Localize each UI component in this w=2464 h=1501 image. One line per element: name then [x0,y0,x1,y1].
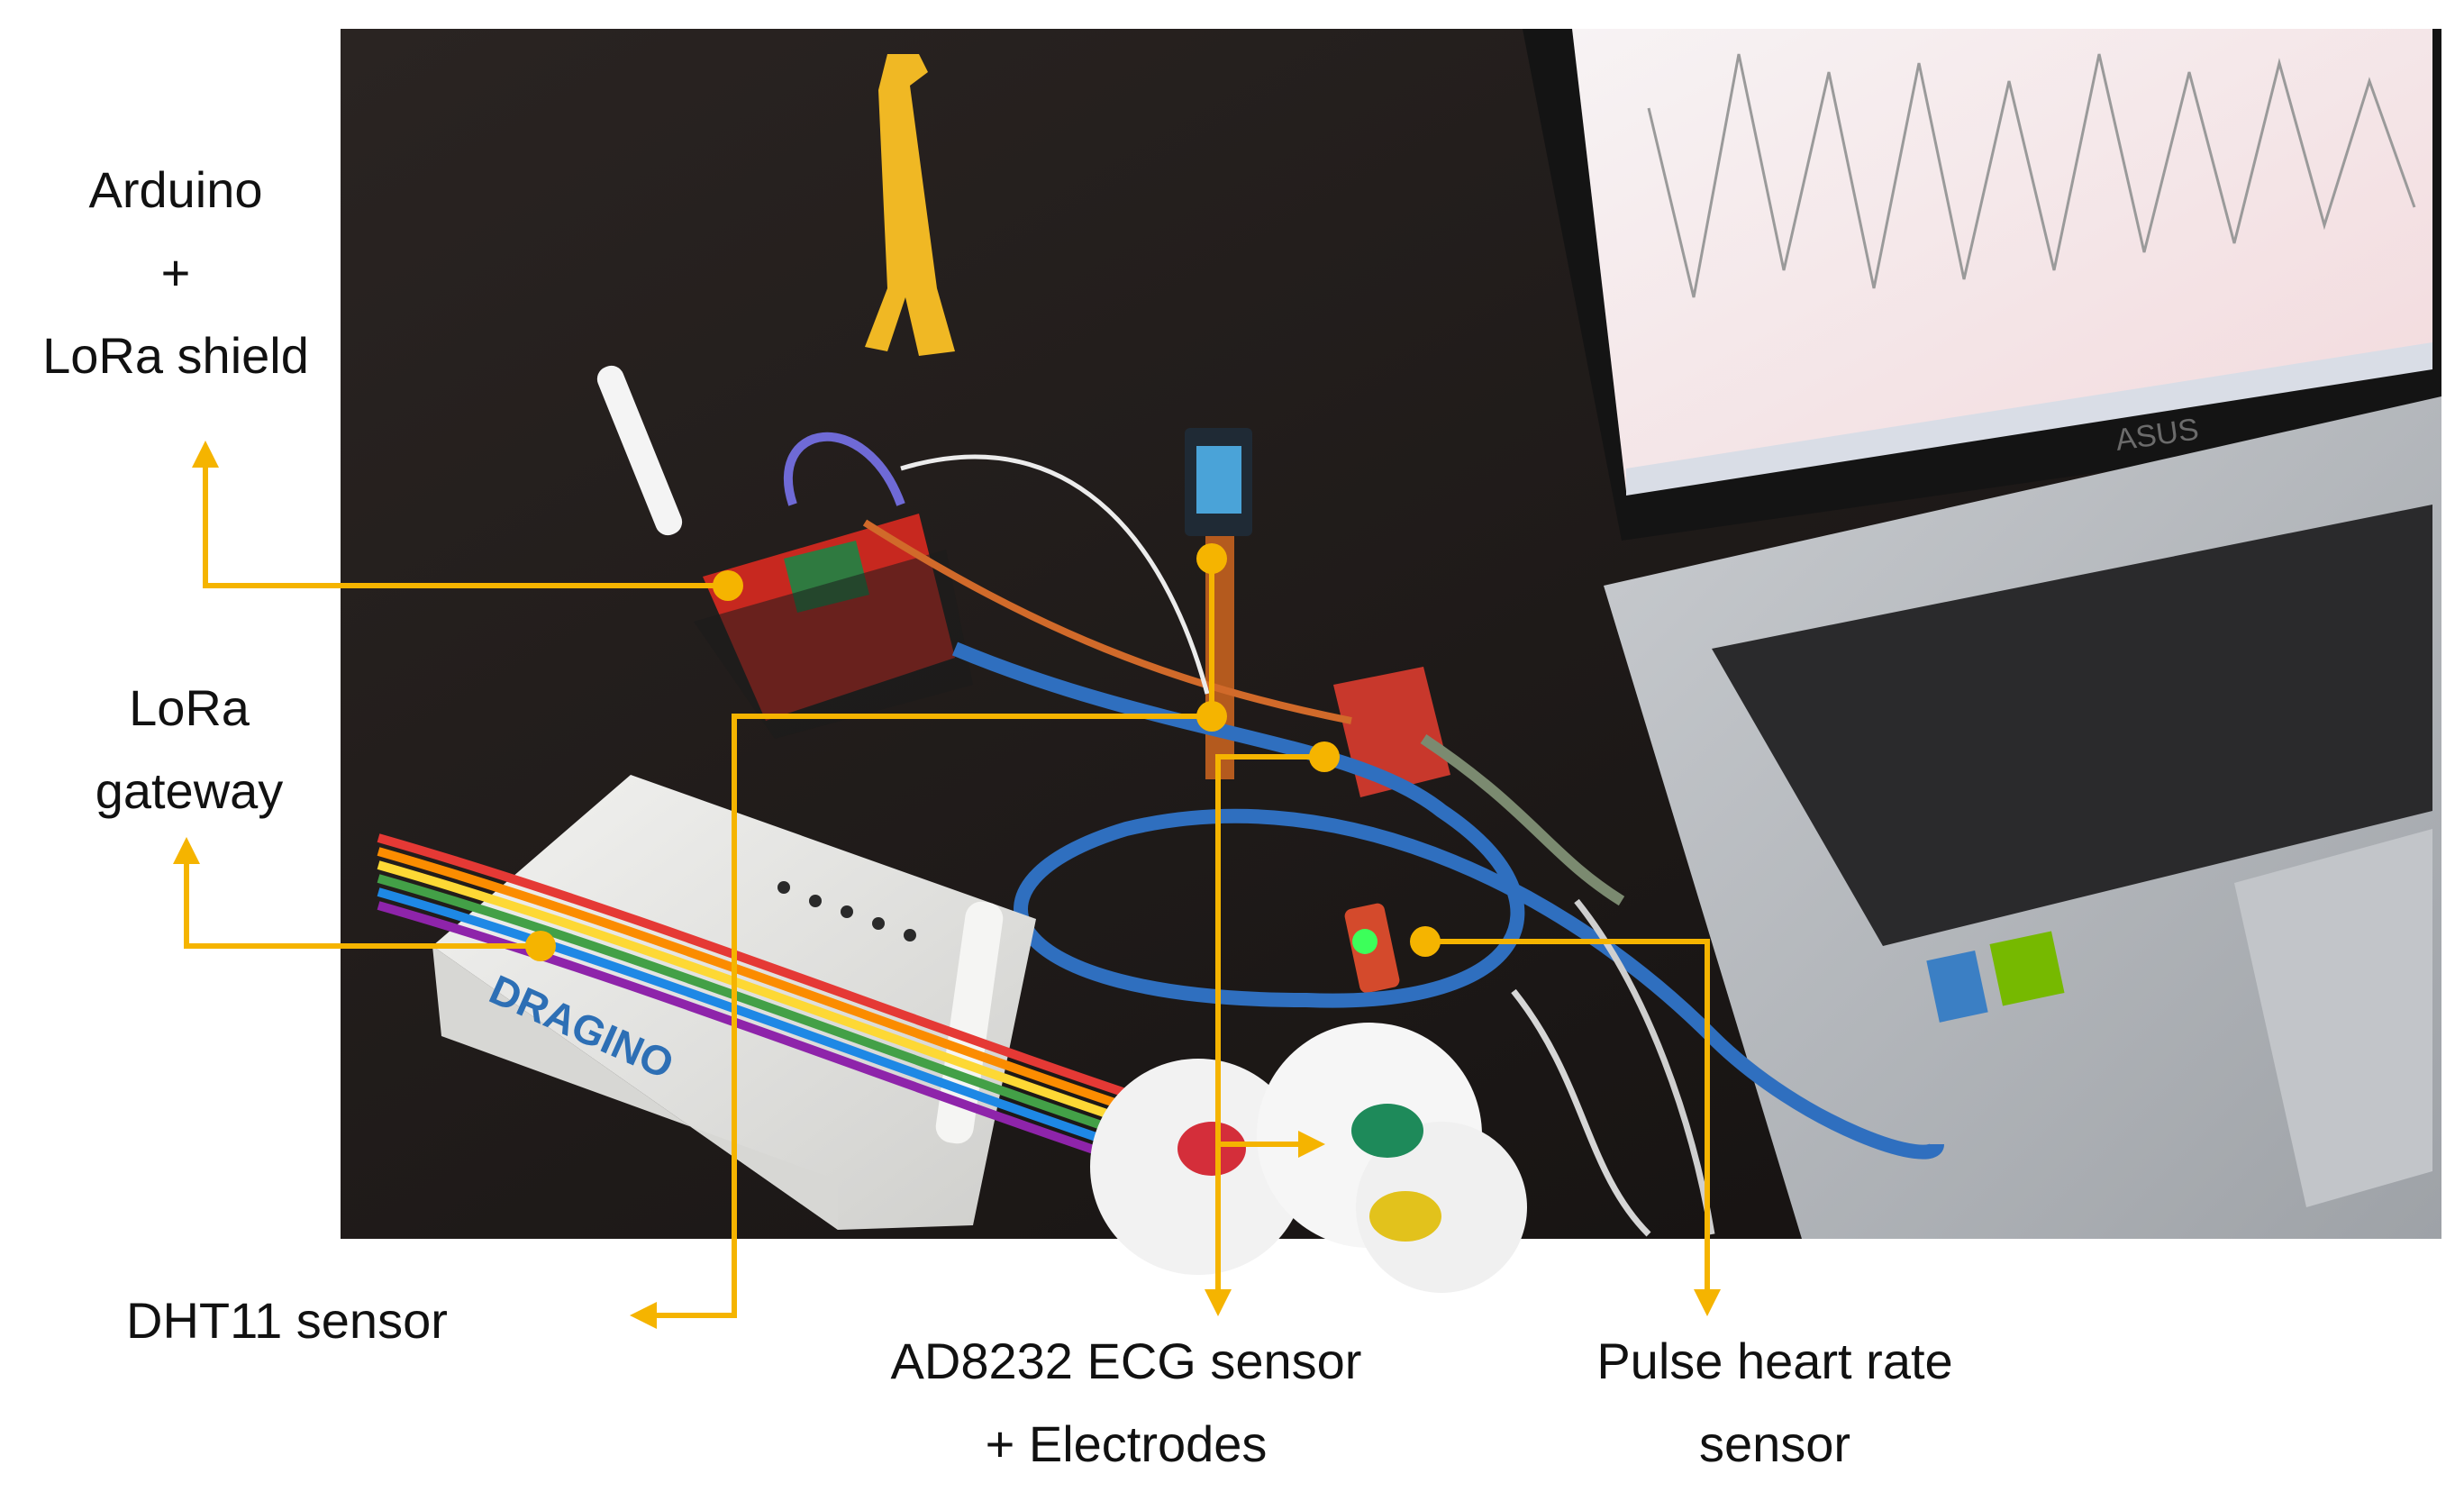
ecg-label-line-1: AD8232 ECG sensor [890,1333,1362,1389]
dht11-callout-dot-top [1196,543,1227,574]
photo: ASUS [341,29,2441,1293]
arduino-callout-line [192,441,728,588]
antenna [596,365,683,536]
gateway-callout-dot [525,931,556,961]
arduino-callout-dot [713,570,743,601]
pulse-heart-rate-sensor-label: Pulse heart rate sensor [1541,1320,2009,1486]
screen-waveform [1647,53,2416,298]
ecg-callout-dot [1309,741,1340,772]
ribbon-cable [377,833,1146,1171]
gateway-callout-line [173,837,541,949]
dht11-callout-line [630,557,1214,1329]
pulse-callout-dot [1410,926,1441,957]
arduino-board [596,365,973,739]
electrodes [1090,1023,1527,1293]
pulse-callout-line [1425,939,1721,1316]
gateway-leds [777,881,916,942]
sticker-intel [1926,950,1988,1023]
arduino-base [694,550,973,739]
touchpad [2234,829,2432,1207]
dht11-grid [1196,446,1241,514]
dht11-sensor-label: DHT11 sensor [126,1292,448,1349]
ecg-label-line-2: + Electrodes [985,1415,1268,1472]
arduino-label-line-2: + [160,244,191,301]
gateway-label-line-2: gateway [95,762,284,819]
gateway-label-line-1: LoRa [129,679,250,736]
dht11-module [1185,428,1252,779]
arduino-label-line-3: LoRa shield [42,327,309,384]
laptop: ASUS [1523,29,2441,1239]
arduino-lora-shield-label: Arduino + LoRa shield [9,149,342,397]
dht11-callout-dot-bottom [1196,701,1227,732]
callouts [173,441,1721,1329]
pulse-label-line-1: Pulse heart rate [1596,1333,1953,1389]
taskbar [1626,342,2432,496]
sticker-nvidia [1989,931,2065,1006]
callout-dots [525,543,1441,961]
ad8232-ecg-sensor-label: AD8232 ECG sensor + Electrodes [838,1320,1414,1486]
lora-gateway-label: LoRa gateway [54,667,324,832]
pulse-sensor [1344,903,1400,993]
keyboard [1712,505,2432,946]
ecg-callout-line-board [1205,754,1324,1316]
pulse-label-line-2: sensor [1698,1415,1851,1472]
arduino-label-line-1: Arduino [88,161,263,218]
laptop-screen [1572,29,2432,491]
giraffe-toy [865,54,955,356]
